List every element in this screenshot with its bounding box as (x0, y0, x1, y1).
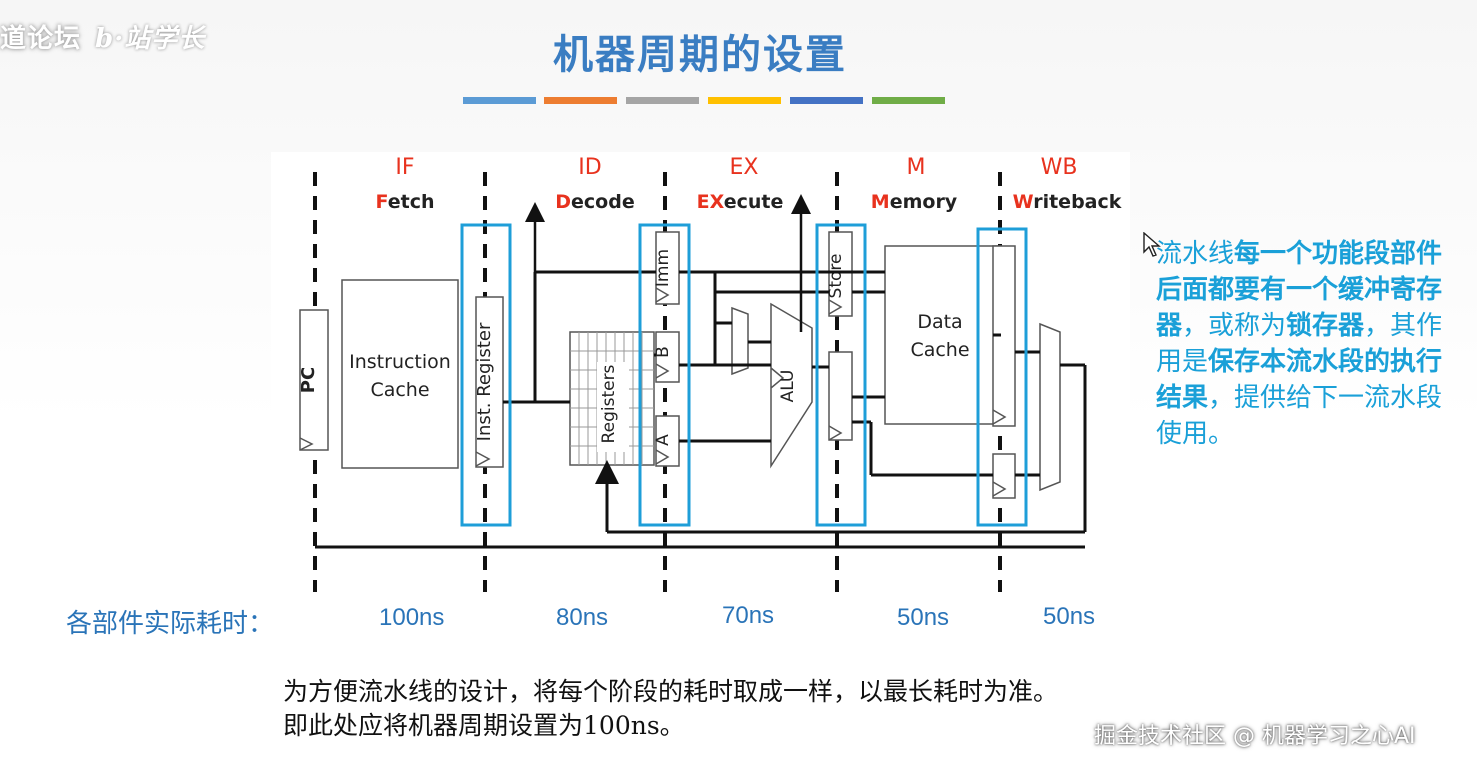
alu-input-mux (731, 306, 749, 376)
timing-wb: 50ns (1043, 603, 1096, 630)
bottom-text-line-2: 即此处应将机器周期设置为100ns。 (283, 711, 685, 740)
color-bar-5 (790, 97, 863, 104)
instruction-cache-label-2: Cache (370, 379, 429, 401)
inst-register-clock (475, 451, 491, 467)
stage-name-execute-rest: ecute (724, 191, 784, 213)
page-title: 机器周期的设置 (553, 31, 847, 78)
stage-name-execute-initial: EX (697, 191, 725, 213)
side-note-p1: 流水线 (1156, 239, 1235, 269)
b-label: B (653, 346, 673, 358)
side-note-b3: 保存本流水段的执行结果 (1156, 347, 1443, 413)
mem-alu-latch (992, 453, 1016, 499)
color-bar-2 (544, 97, 617, 104)
stage-name-writeback: Writeback (1013, 191, 1122, 213)
stage-name-writeback-initial: W (1013, 191, 1034, 213)
timing-ex: 70ns (722, 602, 775, 629)
latch-frame-id-ex (638, 223, 691, 527)
mouse-cursor-icon (1143, 232, 1161, 257)
color-bar-3 (626, 97, 699, 104)
stage-abbr-id: ID (578, 155, 601, 180)
latch-frame-mem-wb (976, 227, 1028, 527)
timing-mem: 50ns (897, 604, 950, 631)
stage-boundaries (313, 172, 1002, 592)
store-latch (828, 231, 853, 317)
latch-frame-ex-mem (815, 223, 867, 527)
pc-register (299, 309, 329, 451)
data-cache-label-1: Data (917, 311, 962, 333)
alu-out-latch (828, 351, 853, 441)
data-cache (884, 245, 1002, 425)
footer-watermark: 掘金技术社区 @ 机器学习之心AI (1094, 724, 1416, 749)
stage-abbr-wb: WB (1041, 155, 1078, 180)
pc-clock (299, 437, 314, 451)
latch-frames (460, 223, 1028, 527)
stage-name-execute: EXecute (697, 191, 784, 213)
side-note-b1: 每一个功能段部件后面都要有一个缓冲寄存器 (1156, 239, 1443, 341)
pc-label: PC (298, 367, 319, 393)
bottom-text-line-1: 为方便流水线的设计，将每个阶段的耗时取成一样，以最长耗时为准。 (283, 677, 1059, 706)
timing-caption: 各部件实际耗时： (66, 609, 275, 639)
stage-name-writeback-rest: riteback (1033, 191, 1122, 213)
stage-name-memory-rest: emory (890, 191, 958, 213)
imm-latch (655, 231, 680, 305)
side-note-b2: 锁存器 (1286, 311, 1365, 341)
registers-label-bg (597, 362, 629, 452)
stage-abbr-m: M (907, 155, 926, 180)
data-cache-label-2: Cache (910, 339, 969, 361)
side-note-p4: ，提供给下一流水段使用。 (1156, 383, 1443, 449)
inst-register-label: Inst. Register (474, 322, 495, 441)
alu-label: ALU (778, 370, 798, 403)
watermark-top-left: 道论坛 b·站学长 (0, 18, 205, 55)
stage-abbr-ex: EX (730, 155, 759, 180)
stage-name-memory: Memory (871, 191, 958, 213)
stage-name-fetch: Fetch (376, 191, 435, 213)
stage-name-decode-initial: D (555, 191, 571, 213)
instruction-cache (341, 279, 459, 469)
color-bar-6 (872, 97, 945, 104)
side-note-p3: ，其作用是 (1156, 311, 1443, 377)
side-note-p2: ，或称为 (1182, 311, 1287, 341)
side-note: 流水线每一个功能段部件后面都要有一个缓冲寄存器，或称为锁存器，其作用是保存本流水… (1156, 236, 1468, 452)
imm-label: Imm (653, 249, 673, 287)
stage-name-decode: Decode (555, 191, 634, 213)
store-label: Store (826, 254, 846, 299)
inst-register (475, 296, 504, 468)
stage-name-memory-initial: M (871, 191, 890, 213)
timing-id: 80ns (556, 604, 609, 631)
stage-name-fetch-rest: etch (388, 191, 435, 213)
b-latch (655, 331, 680, 383)
a-label: A (653, 434, 673, 446)
timing-if: 100ns (379, 604, 445, 631)
pipeline-svg: IF Fetch ID Decode EX EXecute M Memory W… (298, 155, 1122, 592)
alu (770, 302, 813, 469)
instruction-cache-label-1: Instruction (349, 351, 451, 373)
stage-name-fetch-initial: F (376, 191, 388, 213)
writeback-mux (1039, 322, 1061, 492)
color-bar-4 (708, 97, 781, 104)
stage-name-decode-rest: ecode (571, 191, 635, 213)
latch-frame-if-id (460, 223, 512, 527)
watermark-text: 道论坛 (0, 24, 82, 54)
registers-label: Registers (599, 364, 619, 443)
stage-abbr-if: IF (395, 155, 414, 180)
watermark-scribble: b·站学长 (95, 24, 206, 54)
color-bar-1 (463, 97, 536, 104)
pipeline-diagram: IF Fetch ID Decode EX EXecute M Memory W… (271, 152, 1130, 596)
